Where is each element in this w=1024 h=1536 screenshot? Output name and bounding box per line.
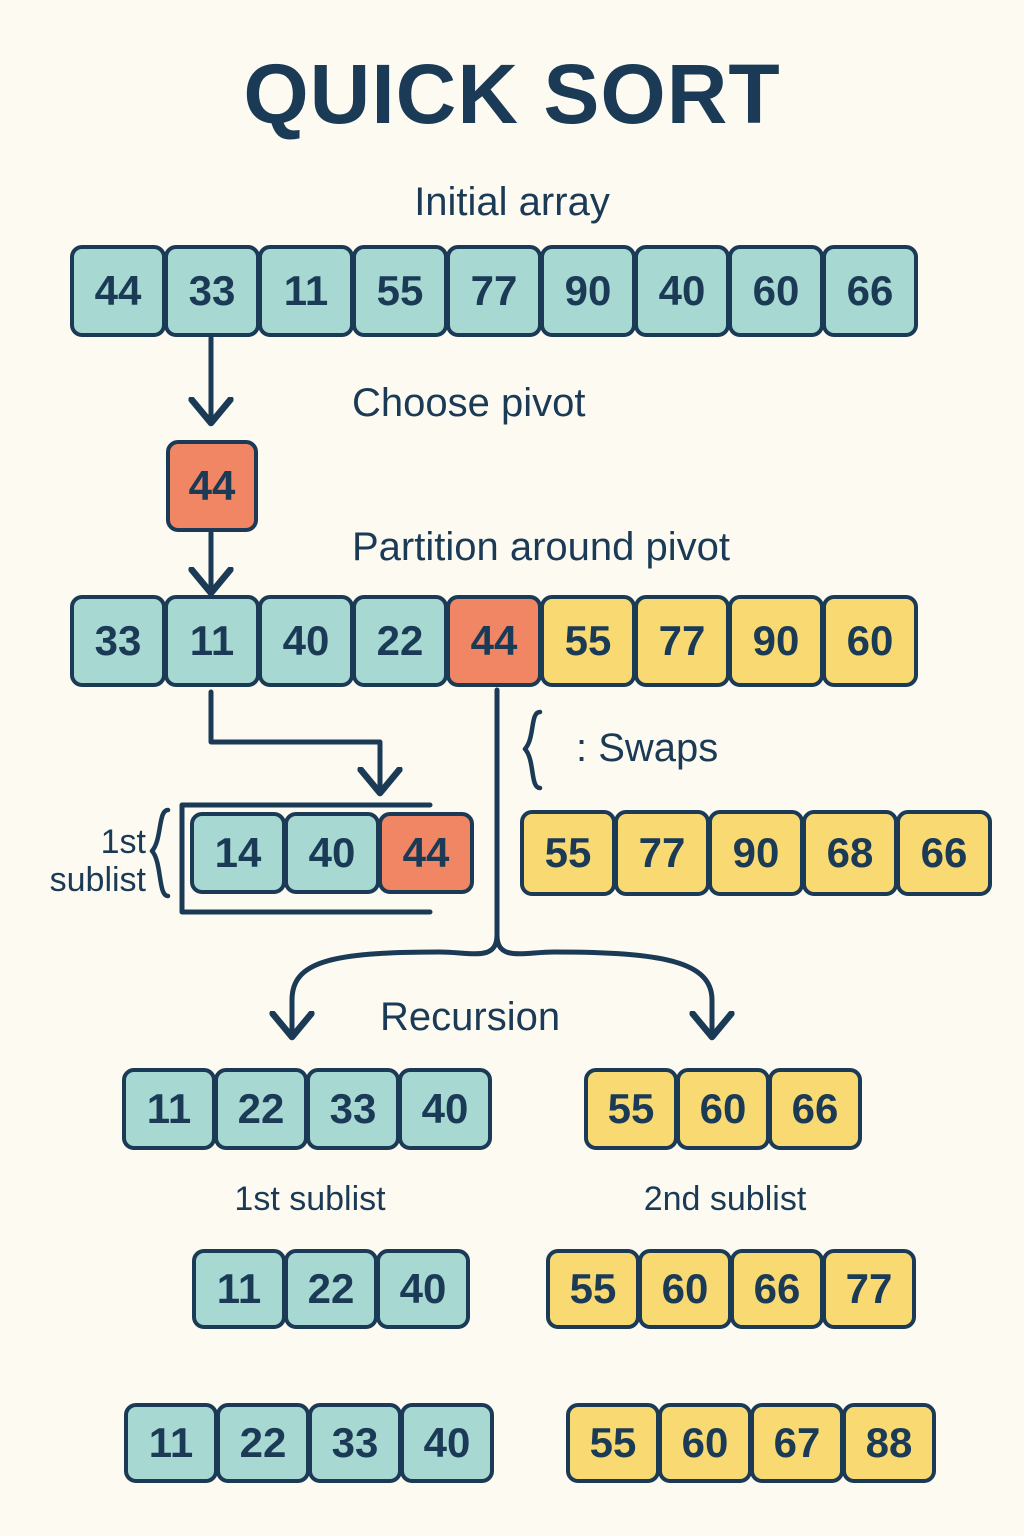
array-cell: 44 <box>446 595 542 687</box>
array-cell: 68 <box>802 810 898 896</box>
array-cell: 11 <box>258 245 354 337</box>
array-cell: 22 <box>214 1068 308 1150</box>
array-cell: 60 <box>676 1068 770 1150</box>
array-cell: 11 <box>164 595 260 687</box>
array-cell: 77 <box>634 595 730 687</box>
array-cell: 90 <box>728 595 824 687</box>
array-cell: 14 <box>190 812 286 894</box>
array-cell: 44 <box>70 245 166 337</box>
label-choose-pivot: Choose pivot <box>352 381 586 425</box>
array-cell: 44 <box>378 812 474 894</box>
array-cell: 66 <box>768 1068 862 1150</box>
page-title: QUICK SORT <box>243 47 781 141</box>
label-recursion: Recursion <box>380 995 561 1039</box>
label-first-sublist: 1st sublist <box>234 1180 386 1218</box>
array-cell: 66 <box>896 810 992 896</box>
brace-swaps <box>522 709 543 791</box>
array-cell: 55 <box>520 810 616 896</box>
array-cell: 40 <box>284 812 380 894</box>
array-cell: 77 <box>614 810 710 896</box>
label-initial-array: Initial array <box>414 180 610 224</box>
label-swaps: : Swaps <box>576 726 719 770</box>
array-cell: 22 <box>352 595 448 687</box>
array-cell: 90 <box>708 810 804 896</box>
arrow-partition-to-first-sublist <box>208 689 380 788</box>
label-second-sublist: 2nd sublist <box>643 1180 807 1218</box>
array-cell: 40 <box>634 245 730 337</box>
array-cell: 33 <box>164 245 260 337</box>
array-cell: 40 <box>400 1403 494 1483</box>
array-cell: 40 <box>398 1068 492 1150</box>
array-cell: 22 <box>284 1249 378 1329</box>
array-cell: 60 <box>658 1403 752 1483</box>
array-cell: 55 <box>546 1249 640 1329</box>
array-cell: 60 <box>728 245 824 337</box>
label-partition: Partition around pivot <box>352 525 731 569</box>
array-cell: 60 <box>822 595 918 687</box>
row-pivot: 44 <box>166 440 258 532</box>
array-cell: 60 <box>638 1249 732 1329</box>
array-cell: 11 <box>124 1403 218 1483</box>
array-cell: 90 <box>540 245 636 337</box>
array-cell: 33 <box>306 1068 400 1150</box>
label-first-sublist-side-line2: sublist <box>49 861 146 900</box>
array-cell: 77 <box>446 245 542 337</box>
array-cell: 33 <box>308 1403 402 1483</box>
array-cell: 55 <box>584 1068 678 1150</box>
array-cell: 55 <box>352 245 448 337</box>
array-cell: 55 <box>540 595 636 687</box>
array-cell: 33 <box>70 595 166 687</box>
label-first-sublist-side-line1: 1st <box>100 823 146 861</box>
array-cell: 67 <box>750 1403 844 1483</box>
array-cell: 40 <box>258 595 354 687</box>
array-cell: 11 <box>192 1249 286 1329</box>
array-cell: 22 <box>216 1403 310 1483</box>
array-cell: 66 <box>730 1249 824 1329</box>
brace-first-sublist-caption <box>149 807 171 899</box>
array-cell: 44 <box>166 440 258 532</box>
label-first-sublist-side: 1st sublist <box>18 823 146 899</box>
array-cell: 40 <box>376 1249 470 1329</box>
array-cell: 11 <box>122 1068 216 1150</box>
array-cell: 88 <box>842 1403 936 1483</box>
array-cell: 66 <box>822 245 918 337</box>
array-cell: 77 <box>822 1249 916 1329</box>
array-cell: 55 <box>566 1403 660 1483</box>
